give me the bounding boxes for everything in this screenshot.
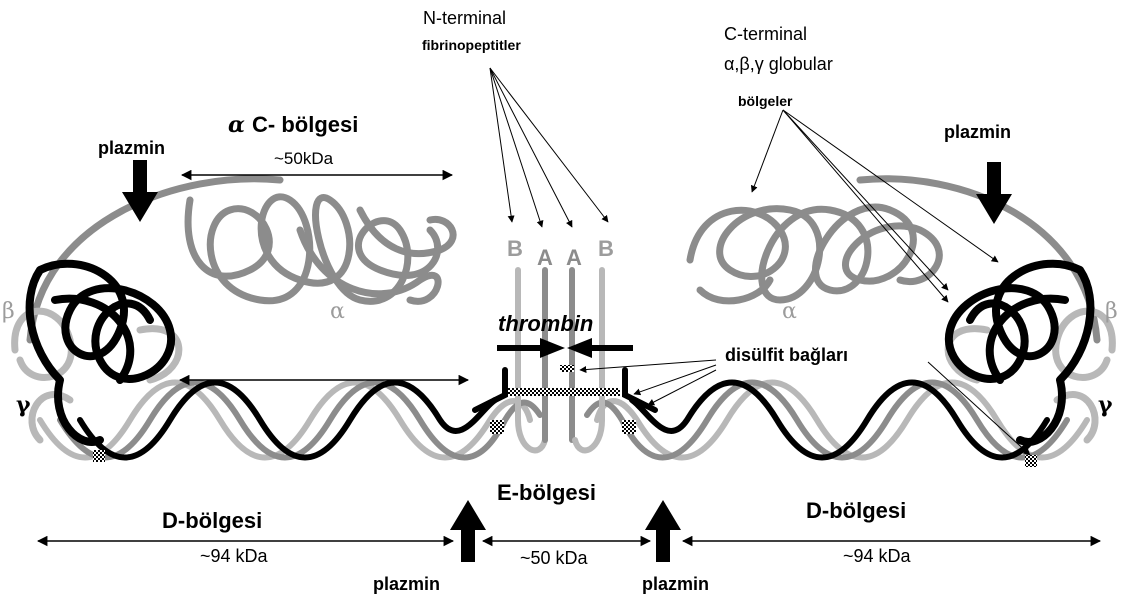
plasmin-label-bottom-left: plazmin	[373, 574, 440, 594]
ac-region-symbol: α	[228, 112, 245, 138]
disulfide-bridge-center	[508, 388, 620, 396]
disulfide-bridge-small	[560, 365, 574, 372]
d-region-label-right: D-bölgesi	[806, 498, 906, 523]
gamma-label-right: γ	[1098, 392, 1113, 418]
thrombin-label: thrombin	[498, 311, 593, 336]
plasmin-arrow-bottom-right	[645, 500, 681, 562]
alpha-label-right: α	[782, 299, 797, 324]
chain-b-right: B	[598, 236, 614, 261]
chain-b-left: B	[507, 236, 523, 261]
b-chain-right	[575, 270, 602, 450]
coiled-coil-left	[40, 383, 540, 458]
d-mass-label-right: ~94 kDa	[843, 546, 912, 566]
fibrinopeptides-label: fibrinopeptitler	[422, 37, 521, 53]
alpha-c-tangle-right	[690, 179, 1097, 340]
beta-label-left: β	[2, 299, 15, 324]
labels: N-terminal fibrinopeptitler C-terminal α…	[2, 8, 1118, 594]
plasmin-label-bottom-right: plazmin	[642, 574, 709, 594]
e-region-label: E-bölgesi	[497, 480, 596, 505]
alpha-c-tangle-left	[30, 179, 453, 340]
globular-label: α,β,γ globular	[724, 54, 833, 74]
n-terminal-label: N-terminal	[423, 8, 506, 28]
c-terminal-label: C-terminal	[724, 24, 807, 44]
plasmin-arrow-top-left	[122, 160, 158, 222]
alpha-label-left: α	[330, 299, 345, 324]
e-mass-label: ~50 kDa	[520, 548, 589, 568]
beta-strand-left	[40, 383, 530, 458]
disulfide-knot-left	[93, 450, 105, 462]
ac-mass-label: ~50kDa	[274, 149, 334, 168]
d-node-right	[948, 264, 1112, 467]
disulfide-knot-right	[1025, 455, 1037, 467]
b-chain-left	[518, 270, 545, 450]
coiled-coil-right	[587, 383, 1087, 458]
chain-a-left: A	[537, 245, 553, 270]
plasmin-label-top-left: plazmin	[98, 138, 165, 158]
disulfide-knot-mid-left	[490, 420, 504, 434]
ac-region-label: C- bölgesi	[252, 112, 358, 137]
d-mass-label-left: ~94 kDa	[200, 546, 269, 566]
chain-a-right: A	[566, 245, 582, 270]
plasmin-arrow-bottom-left	[450, 500, 486, 562]
disulfide-knot-mid-right	[622, 420, 636, 434]
beta-label-right: β	[1105, 299, 1118, 324]
d-region-label-left: D-bölgesi	[162, 508, 262, 533]
plasmin-label-top-right: plazmin	[944, 122, 1011, 142]
disulfide-label: disülfit bağları	[725, 345, 848, 365]
regions-label: bölgeler	[738, 93, 793, 109]
gamma-label-left: γ	[16, 392, 31, 418]
